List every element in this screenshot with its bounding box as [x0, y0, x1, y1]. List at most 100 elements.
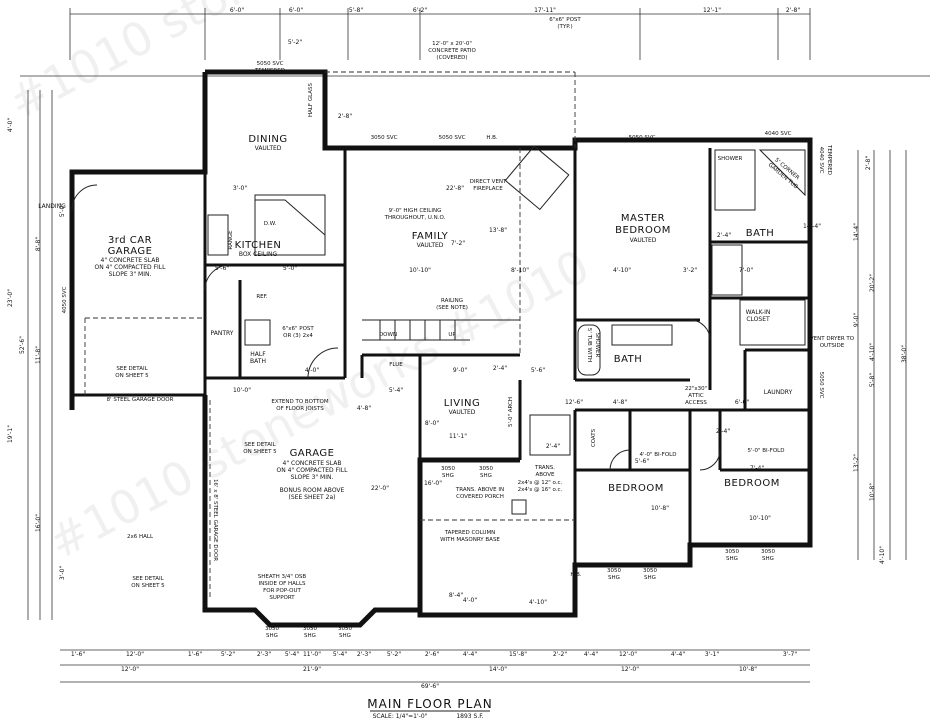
note-railing-b: (SEE NOTE) [436, 305, 468, 311]
dim-left-value: 4'-0" [7, 118, 14, 132]
room-master-sub: VAULTED [630, 237, 657, 244]
note-hb1: H.B. [486, 135, 498, 141]
dim-bottom1-value: 2'-6" [425, 651, 439, 658]
note-flue: FLUE [389, 362, 403, 368]
watermark: #1010 stoneworks #1010 #1010 stoneworks … [0, 0, 598, 570]
note-garage-door2: 16' x 8' STEEL GARAGE DOOR [212, 479, 218, 561]
room-garage3: 3rd CAR [108, 235, 152, 246]
dim-bottom1-value: 4'-4" [584, 651, 598, 658]
dim-right-value: 13'-2" [853, 454, 860, 472]
room-dining: DINING [248, 134, 287, 145]
dim-top-value: 5'-8" [349, 7, 363, 14]
note-vent-b: OUTSIDE [820, 343, 845, 349]
dim-bottom1-value: 4'-4" [463, 651, 477, 658]
dim-interior-value: 10'-10" [749, 515, 771, 522]
note-attic-c: ACCESS [685, 400, 707, 406]
note-dw: D.W. [264, 221, 277, 227]
dim-left-value: 8'-8" [35, 237, 42, 251]
note-detail2: SEE DETAIL [244, 442, 276, 448]
room-master-b: BEDROOM [615, 225, 671, 236]
note-sheath: SHEATH 3/4" OSB [258, 574, 307, 580]
window-w9: 3050 [441, 466, 455, 472]
dim-interior-value: 4'-10" [613, 267, 631, 274]
dim-left-value: 16'-0" [35, 514, 42, 532]
dim-right-value: 4'-10" [879, 546, 886, 564]
room-landing: LANDING [38, 203, 66, 210]
note-shelf: 2x4's @ 12" o.c. [518, 480, 563, 486]
dim-right-value: 5'-8" [869, 373, 876, 387]
dim-left-value: 23'-0" [7, 289, 14, 307]
note-garage-door1: 8' STEEL GARAGE DOOR [107, 397, 174, 403]
window-w17: 3050 [761, 549, 775, 555]
room-walkin: WALK-IN [746, 309, 771, 316]
window-w11: 3050 [265, 626, 279, 632]
room-dining-sub: VAULTED [255, 145, 282, 152]
note-tub-b: SHOWER [594, 333, 600, 358]
dim-left-value: 52'-6" [19, 336, 26, 354]
dim-bottom1-value: 5'-4" [285, 651, 299, 658]
note-detail1-b: ON SHEET 5 [115, 373, 149, 379]
dim-interior-value: 5'-6" [531, 367, 545, 374]
dim-right-value: 38'-0" [901, 345, 908, 363]
note-post2-b: OR (3) 2x4 [283, 333, 313, 339]
room-halfbath: HALF [250, 351, 266, 358]
dim-right-value: 20'-2" [869, 274, 876, 292]
dim-interior-value: 2'-4" [717, 232, 731, 239]
dim-interior-value: 7'-2" [451, 240, 465, 247]
note-post-b: (TYP.) [557, 24, 572, 30]
room-garage-sub2: ON 4" COMPACTED FILL [276, 467, 348, 474]
window-w13b: SHG [339, 633, 351, 639]
plan-scale: SCALE: 1/4"=1'-0" [373, 713, 428, 720]
note-patio2: CONCRETE PATIO [428, 48, 476, 54]
plan-area: 1893 S.F. [456, 713, 483, 720]
dim-top-value: 6'-2" [413, 7, 427, 14]
window-w16b: SHG [726, 556, 738, 562]
note-vent: VENT DRYER TO [810, 336, 855, 342]
window-w13: 3050 [338, 626, 352, 632]
window-w5b: TEMPERED [762, 138, 793, 144]
annotations: 12'-0" x 20'-0" CONCRETE PATIO (COVERED)… [62, 17, 855, 639]
dim-bottom1-value: 3'-7" [783, 651, 797, 658]
note-column: TAPERED COLUMN [444, 530, 496, 536]
window-w10: 3050 [479, 466, 493, 472]
dim-bottom1-value: 5'-2" [221, 651, 235, 658]
dim-interior-value: 6'-0" [735, 399, 749, 406]
room-garage3-sub2: ON 4" COMPACTED FILL [94, 264, 166, 271]
dim-interior-value: 10'-8" [651, 505, 669, 512]
dim-left-value: 3'-0" [59, 566, 66, 580]
dim-top-value: 6'-0" [289, 7, 303, 14]
plan-title: MAIN FLOOR PLAN SCALE: 1/4"=1'-0" 1893 S… [367, 697, 491, 720]
dim-interior-value: 7'-4" [750, 465, 764, 472]
dim-interior-value: 13'-8" [489, 227, 507, 234]
room-garage3-sub1: 4" CONCRETE SLAB [101, 257, 160, 264]
window-w10b: SHG [480, 473, 492, 479]
dim-interior-value: 5'-6" [635, 458, 649, 465]
note-up: UP [448, 332, 456, 338]
room-master: MASTER [621, 213, 665, 224]
window-w6b: TEMPERED [826, 144, 832, 175]
window-w17b: SHG [762, 556, 774, 562]
note-attic-b: ATTIC [688, 393, 704, 399]
window-w5: 4040 SVC [765, 131, 792, 137]
room-halfbath-b: BATH [250, 358, 266, 365]
dim-interior-value: 10'-0" [233, 387, 251, 394]
note-patio1: 12'-0" x 20'-0" [432, 41, 472, 47]
note-sheath-d: SUPPORT [269, 595, 295, 601]
dim-bottom1-value: 5'-4" [333, 651, 347, 658]
dim-interior-value: 4'-0" [463, 597, 477, 604]
window-w8: 5050 SVC [818, 372, 824, 399]
dim-interior-value: 11'-1" [449, 433, 467, 440]
note-detail3: SEE DETAIL [132, 576, 164, 582]
note-post: 6"x6" POST [549, 17, 581, 23]
dim-bottom1-value: 11'-0" [303, 651, 321, 658]
note-shelf-b: 2x4's @ 16" o.c. [518, 487, 563, 493]
dim-bottom1-value: 1'-6" [71, 651, 85, 658]
dim-interior-value: 5'-6" [215, 265, 229, 272]
dimensions-right: 2'-8"14'-4"20'-2"38'-0"9'-0"4'-10"5'-8"1… [853, 156, 908, 564]
note-patio3: (COVERED) [436, 55, 467, 61]
dim-bottom1-value: 5'-2" [387, 651, 401, 658]
dim-bottom1-value: 2'-3" [257, 651, 271, 658]
window-w12b: SHG [304, 633, 316, 639]
room-living: LIVING [444, 398, 481, 409]
dim-bottom2-value: 12'-0" [621, 666, 639, 673]
